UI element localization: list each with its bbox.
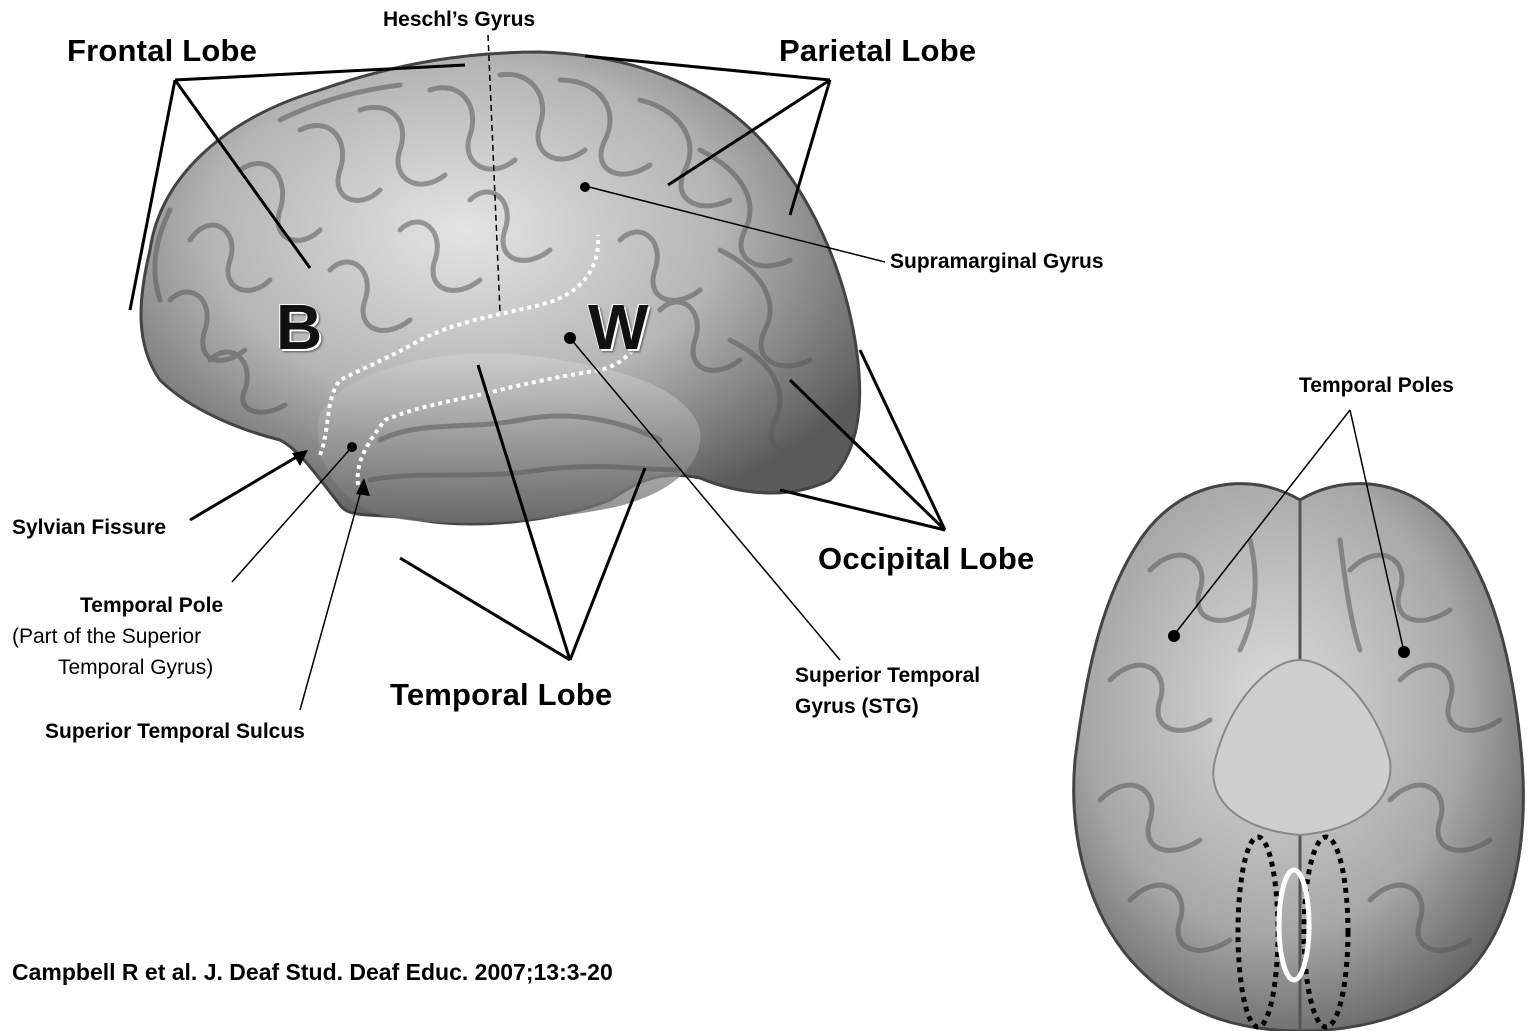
broca-area-marker: B xyxy=(276,290,322,364)
ventral-brain xyxy=(1074,484,1524,1031)
parietal-lobe-label: Parietal Lobe xyxy=(779,33,976,69)
right-temporal-pole-dot xyxy=(1398,646,1410,658)
sylvian-fissure-label: Sylvian Fissure xyxy=(12,516,166,540)
superior-temporal-sulcus-label: Superior Temporal Sulcus xyxy=(45,720,305,744)
temporal-pole-note-line1: (Part of the Superior xyxy=(12,625,201,649)
occipital-lobe-label: Occipital Lobe xyxy=(818,541,1034,577)
temporal-poles-label: Temporal Poles xyxy=(1299,374,1454,398)
supramarginal-dot xyxy=(580,182,590,192)
temporal-lobe-label: Temporal Lobe xyxy=(390,677,613,713)
stg-label-line2: Gyrus (STG) xyxy=(795,695,919,719)
lateral-brain xyxy=(141,52,860,524)
wernicke-area-marker: W xyxy=(588,290,648,364)
frontal-lobe-label: Frontal Lobe xyxy=(67,33,257,69)
temporal-pole-label: Temporal Pole xyxy=(80,594,223,618)
supramarginal-gyrus-label: Supramarginal Gyrus xyxy=(890,250,1104,274)
stg-dot xyxy=(564,332,576,344)
left-temporal-pole-dot xyxy=(1168,630,1180,642)
temporal-pole-dot xyxy=(347,442,357,452)
citation: Campbell R et al. J. Deaf Stud. Deaf Edu… xyxy=(12,959,613,986)
stg-label-line1: Superior Temporal xyxy=(795,664,980,688)
temporal-pole-note-line2: Temporal Gyrus) xyxy=(58,656,213,680)
heschls-gyrus-label: Heschl’s Gyrus xyxy=(383,8,535,32)
